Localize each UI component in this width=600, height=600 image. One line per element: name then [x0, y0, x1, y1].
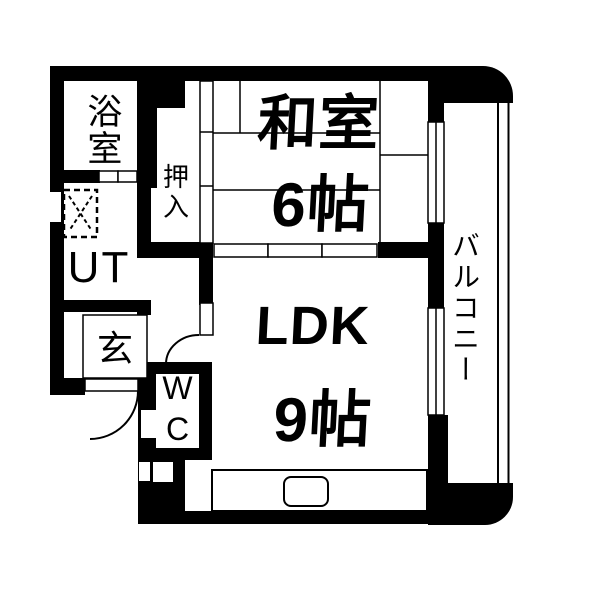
closet-label: 押入 — [159, 163, 190, 223]
wall-top-right-corner — [428, 66, 513, 103]
entrance-step-area — [82, 314, 148, 379]
washitsu-ldk-panel-3 — [321, 243, 378, 258]
wall-balcony-top — [428, 103, 444, 122]
entrance-door-swing-arc — [89, 390, 139, 440]
wall-bottom — [138, 511, 448, 524]
wall-bottom-right-corner — [428, 483, 513, 525]
bath-door-panel-1 — [98, 170, 119, 183]
ldk-door-leaf — [199, 302, 214, 336]
entrance-door-leaf — [84, 378, 139, 392]
tatami-lines — [213, 81, 428, 242]
wall-balcony-mid — [428, 223, 444, 308]
bath-door-panel-2 — [117, 170, 138, 183]
walls — [50, 66, 513, 525]
balcony-label: バルコニー — [449, 230, 480, 386]
bath-label: 浴室 — [82, 93, 122, 167]
wall-washitsu-bottom-left — [137, 242, 213, 258]
left-wall-window — [48, 192, 61, 222]
kitchen-sink-icon — [283, 476, 329, 507]
japanese-room-name: 和室 — [255, 89, 382, 157]
wall-ldk-left — [199, 258, 213, 305]
japanese-room-size: 6帖 — [269, 171, 372, 240]
ldk-size: 9帖 — [271, 386, 374, 455]
wall-wc-bottom — [138, 448, 212, 460]
utility-label: UT — [67, 243, 131, 292]
wall-washitsu-bottom-right — [378, 242, 444, 258]
bottom-niche-small — [139, 462, 150, 481]
closet-sliding-door — [199, 80, 214, 244]
entrance-label: 玄 — [96, 328, 133, 369]
ldk-name: LDK — [254, 296, 372, 356]
wall-entrance-bottom — [50, 378, 85, 395]
ldk-door-swing-arc — [165, 334, 200, 365]
wall-left — [50, 66, 64, 395]
wall-balcony-bottom — [428, 415, 448, 487]
closet-sliding-door-joints — [200, 131, 213, 187]
wall-wc-top — [138, 362, 212, 374]
washitsu-ldk-panel-2 — [267, 243, 323, 258]
bottom-niche-large — [153, 462, 173, 482]
wall-wc-right — [199, 362, 212, 460]
toilet-label: WC — [159, 370, 196, 452]
washitsu-ldk-panel-1 — [213, 243, 269, 258]
wall-closet-step — [137, 81, 185, 108]
wall-bath-bottom — [64, 170, 100, 183]
wc-door-opening — [141, 410, 156, 438]
symbols — [62, 80, 510, 512]
wall-ut-bottom — [64, 300, 151, 312]
wall-ut-right-upper — [137, 183, 151, 257]
